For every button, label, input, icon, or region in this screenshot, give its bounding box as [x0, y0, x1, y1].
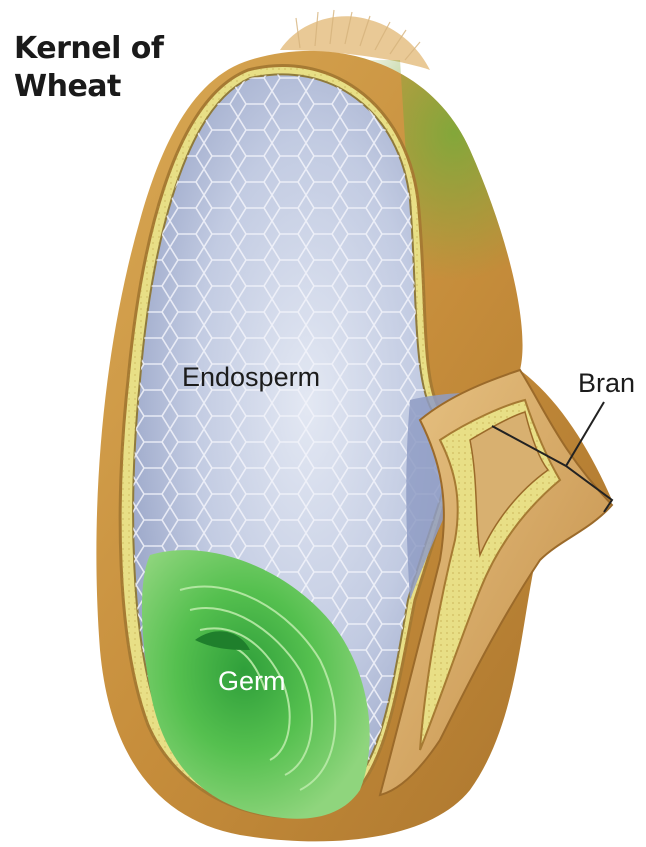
- title-line-1: Kernel of: [14, 30, 163, 68]
- endosperm-label: Endosperm: [182, 362, 320, 393]
- germ-label: Germ: [218, 666, 286, 697]
- bran-label: Bran: [578, 368, 635, 399]
- title-line-2: Wheat: [14, 68, 163, 106]
- diagram-title: Kernel of Wheat: [14, 30, 163, 106]
